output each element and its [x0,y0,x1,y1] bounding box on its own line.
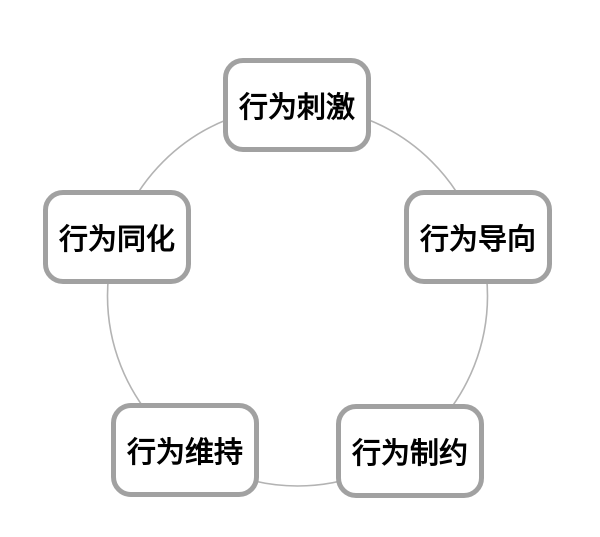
node-behavior-orientation: 行为导向 [404,190,552,284]
node-label: 行为同化 [58,222,175,256]
node-label: 行为制约 [351,436,468,470]
node-label: 行为导向 [419,222,536,256]
node-label: 行为维持 [126,435,243,469]
node-behavior-constraint: 行为制约 [336,404,484,498]
node-behavior-assimilation: 行为同化 [43,190,191,284]
node-behavior-maintenance: 行为维持 [111,403,259,497]
node-behavior-stimulation: 行为刺激 [223,58,371,152]
node-label: 行为刺激 [238,90,355,124]
